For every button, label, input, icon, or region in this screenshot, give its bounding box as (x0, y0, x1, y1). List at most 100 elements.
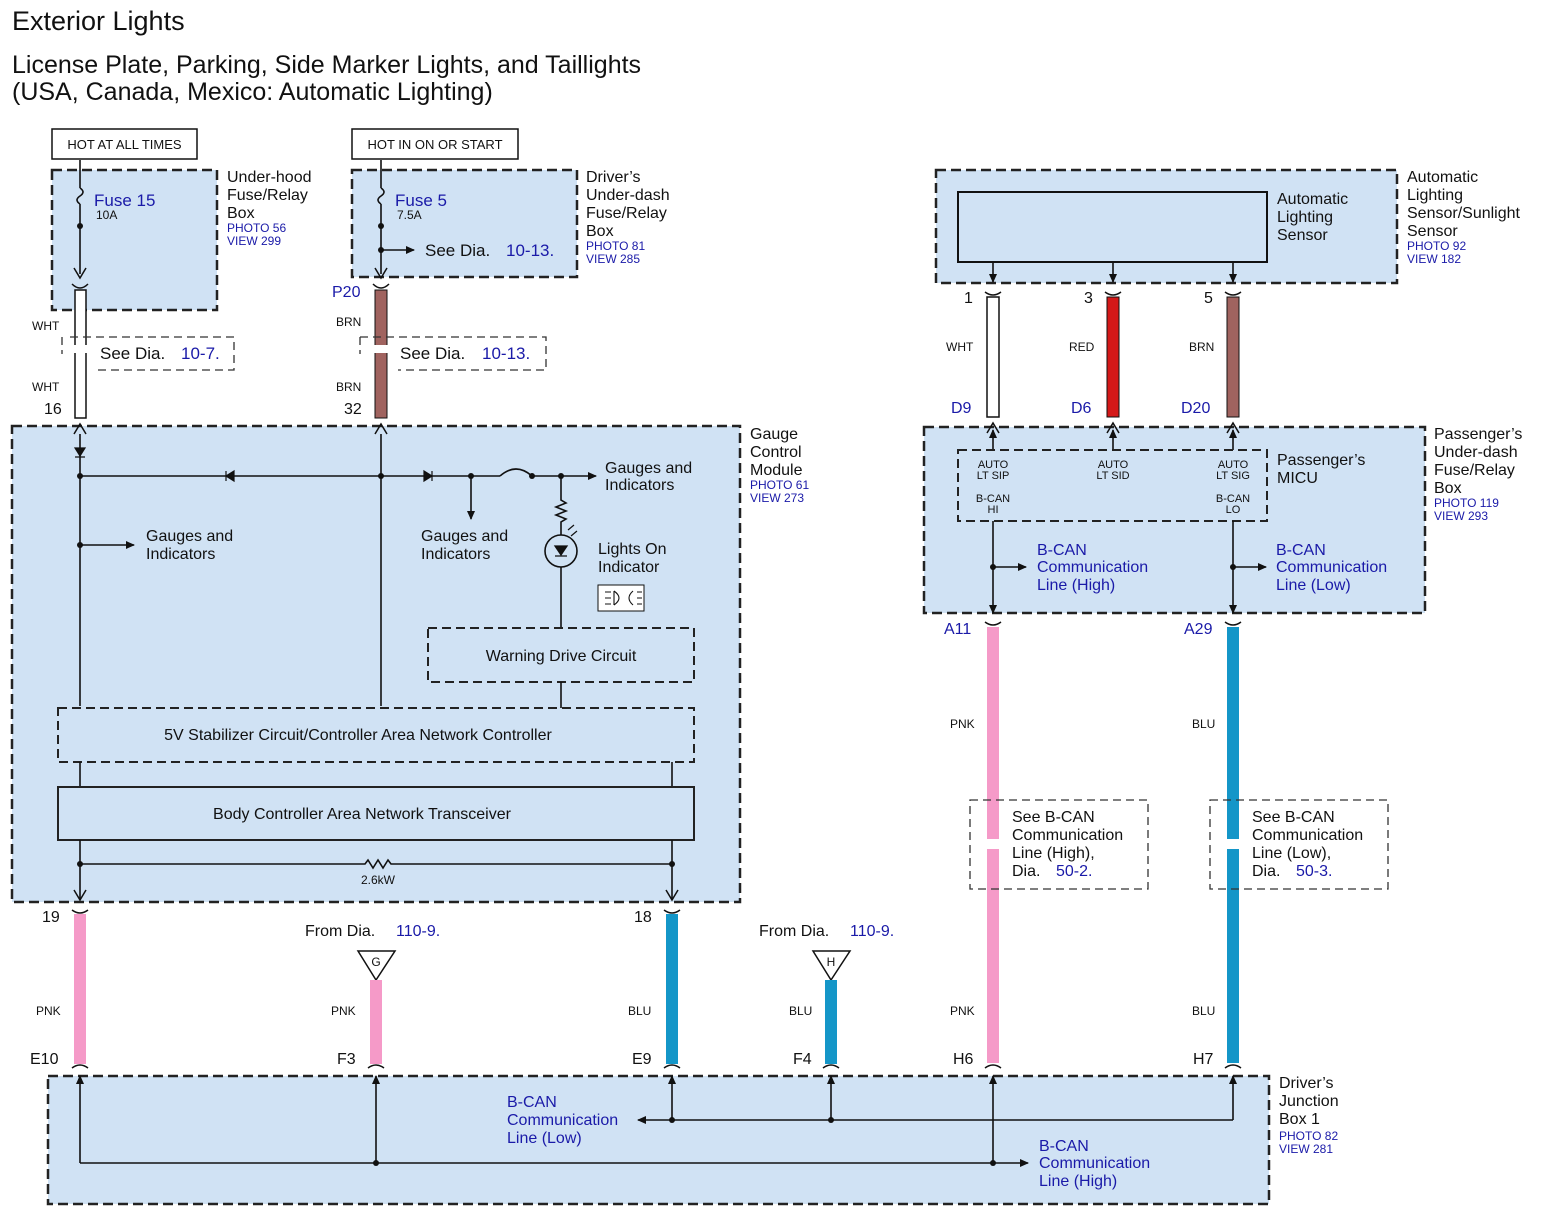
sensor-view: VIEW 182 (1407, 252, 1461, 266)
warning-drive-label: Warning Drive Circuit (486, 648, 637, 665)
junction-photo: PHOTO 82 (1279, 1129, 1338, 1143)
splice-left-box (61, 336, 235, 371)
micu-bc-low-l1: B-CAN (1276, 542, 1326, 559)
underdash-see-ref[interactable]: 10-13. (506, 241, 554, 260)
connector-e9: E9 (632, 1051, 652, 1068)
pin-18: 18 (634, 909, 652, 926)
connector-d6: D6 (1071, 400, 1092, 417)
see-bcan-high-l1: See B-CAN (1012, 809, 1095, 826)
page-title: Exterior Lights (12, 6, 185, 36)
connector-d9: D9 (951, 400, 972, 417)
sensor-name-l2: Lighting (1407, 187, 1463, 204)
fuse-5-rating: 7.5A (397, 208, 422, 222)
sensor-name-l4: Sensor (1407, 223, 1458, 240)
wire-d20-label: BRN (1189, 340, 1214, 354)
wire-d6-label: RED (1069, 340, 1095, 354)
see-bcan-high-box (969, 799, 1149, 890)
wire-e10-label: PNK (36, 1004, 61, 1018)
wire-wht-label-bottom: WHT (32, 380, 60, 394)
see-bcan-high-ref[interactable]: 50-2. (1056, 863, 1092, 880)
fuse-15-rating: 10A (96, 208, 117, 222)
from-h-symbol: H (827, 955, 836, 969)
wire-d9-label: WHT (946, 340, 974, 354)
passenger-box-l3: Fuse/Relay (1434, 462, 1515, 479)
wire-pnk-19-e10 (74, 914, 86, 1064)
see-bcan-high-l4: Dia. (1012, 863, 1040, 880)
underhood-view: VIEW 299 (227, 234, 281, 248)
lights-on-l1: Lights On (598, 541, 666, 558)
wire-h6-label: PNK (950, 1004, 975, 1018)
page-subtitle-line2: (USA, Canada, Mexico: Automatic Lighting… (12, 78, 493, 106)
resistor-label: 2.6kW (361, 873, 396, 887)
page-subtitle-line1: License Plate, Parking, Side Marker Ligh… (12, 51, 641, 79)
pin-5: 5 (1204, 290, 1213, 307)
underdash-name-l2: Under-dash (586, 187, 670, 204)
connector-f4: F4 (793, 1051, 812, 1068)
hot-in-on-start-box (351, 128, 519, 160)
junction-high-l2: Communication (1039, 1155, 1150, 1172)
passenger-box-l1: Passenger’s (1434, 426, 1522, 443)
wire-brn-32 (374, 289, 388, 419)
micu-bc-high-l2: Communication (1037, 559, 1148, 576)
splice-mid-ref[interactable]: 10-13. (482, 344, 530, 363)
wire-brn-d20 (1226, 296, 1240, 418)
wire-e9-label: BLU (628, 1004, 651, 1018)
from-g-ref[interactable]: 110-9. (396, 923, 440, 940)
passenger-view: VIEW 293 (1434, 509, 1488, 523)
junction-high-l3: Line (High) (1039, 1173, 1117, 1190)
lights-on-l2: Indicator (598, 559, 660, 576)
underhood-name-l1: Under-hood (227, 169, 312, 186)
passenger-box-l4: Box (1434, 480, 1462, 497)
junction-low-l1: B-CAN (507, 1094, 557, 1111)
pin-1: 1 (964, 290, 973, 307)
from-h-text: From Dia. (759, 923, 829, 940)
gauge-photo: PHOTO 61 (750, 478, 809, 492)
from-h-ref[interactable]: 110-9. (850, 923, 894, 940)
gauge-gi-mid-l1: Gauges and (421, 528, 508, 545)
underdash-view: VIEW 285 (586, 252, 640, 266)
connector-e10: E10 (30, 1051, 59, 1068)
see-bcan-low-ref[interactable]: 50-3. (1296, 863, 1332, 880)
gauge-name-l3: Module (750, 462, 803, 479)
underdash-photo: PHOTO 81 (586, 239, 645, 253)
micu-name-l1: Passenger’s (1277, 452, 1365, 469)
from-g-text: From Dia. (305, 923, 375, 940)
see-bcan-high-l3: Line (High), (1012, 845, 1095, 862)
underhood-photo: PHOTO 56 (227, 221, 286, 235)
underhood-name-l3: Box (227, 205, 255, 222)
junction-name-l1: Driver’s (1279, 1075, 1334, 1092)
pin-3: 3 (1084, 290, 1093, 307)
see-bcan-low-l2: Communication (1252, 827, 1363, 844)
micu-bcan-hi-l1: B-CAN (976, 493, 1010, 505)
pin-19: 19 (42, 909, 60, 926)
splice-mid-box (359, 336, 547, 371)
auto-lighting-sensor (957, 191, 1268, 263)
diode-2 (224, 469, 235, 483)
hot-at-all-times-label: HOT AT ALL TIMES (67, 137, 181, 152)
gauge-gi-mid-l2: Indicators (421, 546, 490, 563)
underdash-name-l3: Fuse/Relay (586, 205, 667, 222)
fuse-5-label: Fuse 5 (395, 191, 447, 210)
wire-wht-16 (74, 289, 87, 419)
micu-bcan-lo-l1: B-CAN (1216, 493, 1250, 505)
connector-p20: P20 (332, 284, 361, 301)
wire-brn-label-top: BRN (336, 315, 361, 329)
stabilizer-label: 5V Stabilizer Circuit/Controller Area Ne… (164, 727, 552, 744)
can-transceiver (57, 786, 695, 841)
pin-16: 16 (44, 401, 62, 418)
wire-blu-18-e9 (666, 914, 678, 1064)
wire-f4-label: BLU (789, 1004, 812, 1018)
wire-f3-label: PNK (331, 1004, 356, 1018)
micu-name-l2: MICU (1277, 470, 1318, 487)
from-h-triangle (811, 950, 852, 982)
splice-left-ref[interactable]: 10-7. (181, 344, 220, 363)
passenger-photo: PHOTO 119 (1434, 496, 1499, 510)
wire-wht-d9 (986, 296, 1000, 418)
transceiver-label: Body Controller Area Network Transceiver (213, 806, 512, 823)
hot-at-all-times-box (51, 128, 198, 160)
micu (957, 449, 1268, 522)
warning-drive-circuit (427, 627, 695, 683)
junction-high-l1: B-CAN (1039, 1138, 1089, 1155)
see-bcan-low-l1: See B-CAN (1252, 809, 1335, 826)
